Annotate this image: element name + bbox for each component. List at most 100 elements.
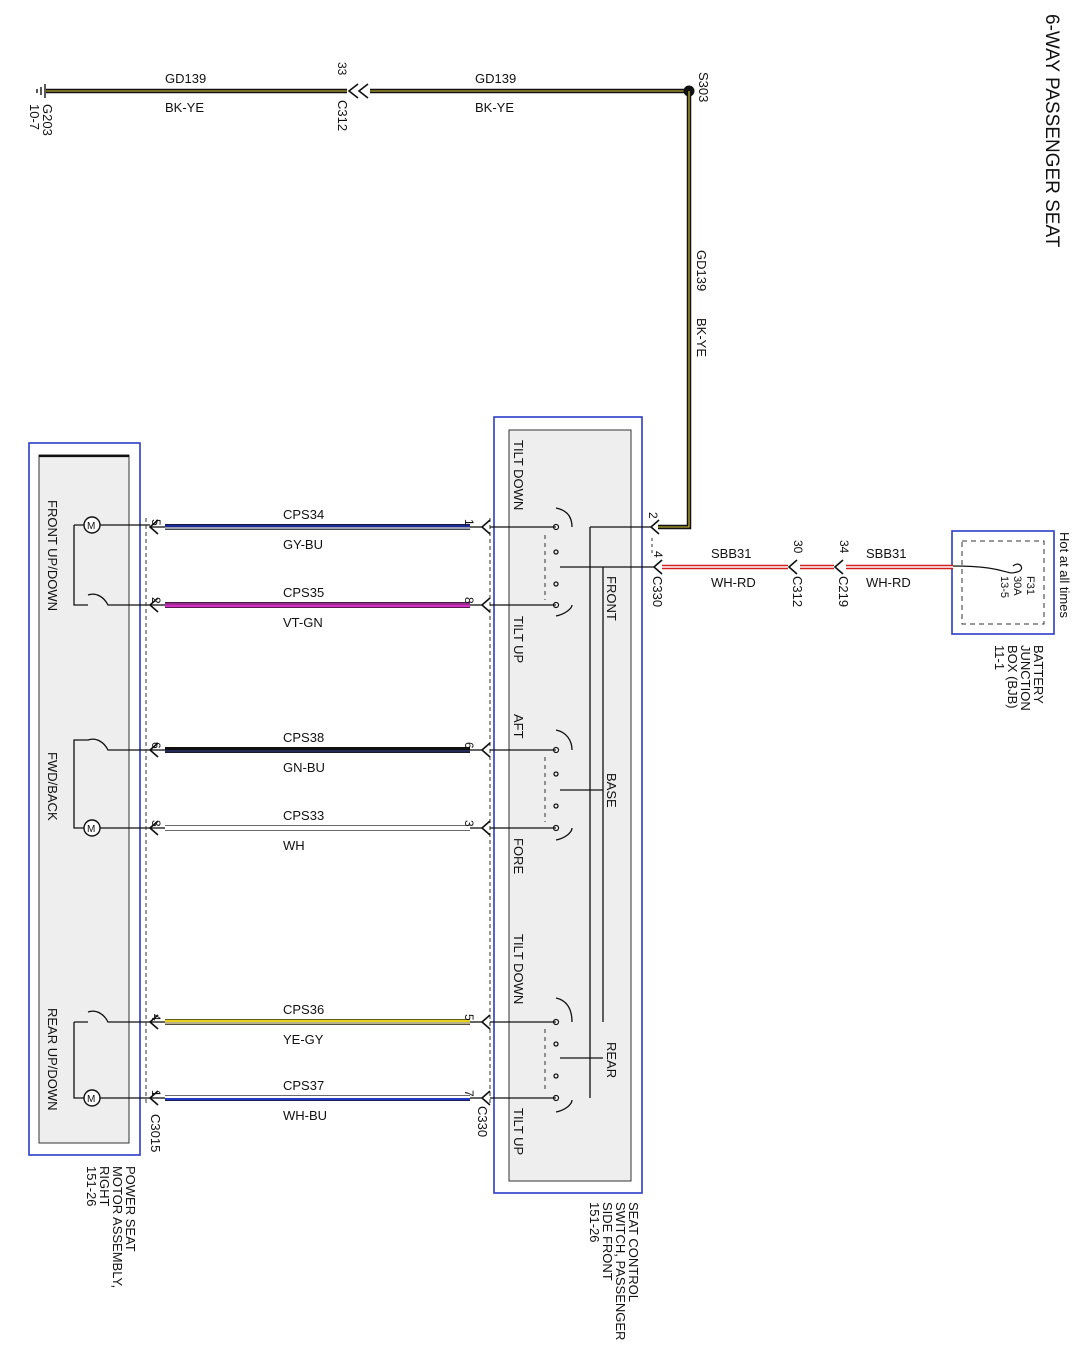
power-wire-1-circuit: SBB31	[866, 546, 906, 561]
switch-power-pin: 4	[651, 551, 665, 558]
motor-caption-2: MOTOR ASSEMBLY,	[110, 1166, 125, 1288]
diagram-title: 6-WAY PASSENGER SEAT	[1041, 14, 1062, 248]
motor-pin-number: 2	[149, 597, 163, 604]
motor-pin-arrow	[148, 1014, 159, 1030]
c312-ground-pin: 33	[335, 62, 349, 76]
switch-pin-number: 7	[462, 1090, 476, 1097]
c312-power-pin: 30	[791, 540, 805, 554]
wire-circuit-label: CPS37	[283, 1078, 324, 1093]
motor-pin-arrow	[148, 519, 159, 535]
wire-circuit-label: CPS35	[283, 585, 324, 600]
label-tilt-up-rear: TILT UP	[511, 1108, 526, 1155]
seat-control-switch: 2 4 C330 TILT DOWN TILT UP AF	[475, 416, 665, 1340]
motor-label-rear: REAR UP/DOWN	[45, 1008, 60, 1111]
switch-pin-arrow	[480, 820, 491, 836]
bjb-line-1: BATTERY	[1031, 645, 1046, 704]
motor-caption-1: POWER SEAT	[123, 1166, 138, 1252]
label-base: BASE	[604, 773, 619, 808]
ground-circuit: G203 10-7 GD139 BK-YE 33 C312 GD139 BK-Y…	[27, 62, 711, 530]
motor-caption-3: RIGHT	[97, 1166, 112, 1207]
ground-id: G203	[40, 104, 55, 136]
switch-ground-pin: 2	[646, 512, 660, 519]
wire-circuit-label: CPS36	[283, 1002, 324, 1017]
label-front: FRONT	[604, 576, 619, 621]
switch-caption-3: SIDE FRONT	[600, 1202, 615, 1281]
ground-ref: 10-7	[27, 104, 42, 130]
ground-wire-1-color: BK-YE	[165, 100, 204, 115]
wire-color-label: YE-GY	[283, 1032, 324, 1047]
switch-pin-number: 5	[462, 1014, 476, 1021]
power-wire-2-circuit: SBB31	[711, 546, 751, 561]
bjb-line-2: JUNCTION	[1018, 645, 1033, 711]
switch-pin-arrow	[480, 1090, 491, 1106]
label-rear: REAR	[604, 1042, 619, 1078]
wire-color-label: GN-BU	[283, 760, 325, 775]
switch-pin-arrow	[480, 519, 491, 535]
wire-color-label: WH-BU	[283, 1108, 327, 1123]
motor-connector: C3015	[148, 1114, 163, 1152]
switch-connector-bottom: C330	[475, 1106, 490, 1137]
fuse-name: F31	[1024, 576, 1036, 595]
connector-c219	[833, 559, 844, 575]
motor-pin-arrow	[148, 742, 159, 758]
power-wire-1-color: WH-RD	[866, 575, 911, 590]
wire-color-label: GY-BU	[283, 537, 323, 552]
wire-circuit-label: CPS38	[283, 730, 324, 745]
switch-connector-top: C330	[650, 576, 665, 607]
ground-symbol-icon	[36, 84, 46, 98]
c312-ground-name: C312	[335, 100, 350, 131]
power-circuit: Hot at all times F31 30A 13-5 BATTERY JU…	[662, 530, 1072, 711]
motor-label-front: FRONT UP/DOWN	[45, 500, 60, 611]
c330-pin-2-arrow	[649, 519, 660, 535]
label-tilt-down-front: TILT DOWN	[511, 440, 526, 510]
ground-wire-2-color: BK-YE	[475, 100, 514, 115]
ground-wire-3-circuit: GD139	[694, 250, 709, 291]
motor-caption-4: 151-26	[84, 1166, 99, 1206]
ground-wire-3	[658, 91, 692, 530]
motor-label-fwd: FWD/BACK	[45, 752, 60, 821]
c312-power-name: C312	[790, 576, 805, 607]
wire-color-label: WH	[283, 838, 305, 853]
motor-pin-number: 3	[149, 820, 163, 827]
switch-caption-2: SWITCH, PASSENGER	[613, 1202, 628, 1340]
fuse-rating: 30A	[1011, 576, 1023, 596]
motor-pin-arrow	[148, 820, 159, 836]
motor-pin-number: 1	[149, 1090, 163, 1097]
ground-wire-2-circuit: GD139	[475, 71, 516, 86]
switch-pin-number: 6	[462, 742, 476, 749]
svg-text:M: M	[87, 824, 95, 835]
motor-pin-arrow	[148, 597, 159, 613]
motor-pin-number: 4	[149, 1014, 163, 1021]
label-fore: FORE	[511, 838, 526, 874]
ground-wire-3-color: BK-YE	[694, 318, 709, 357]
power-seat-motor-assembly: M M M FRONT UP/DOWN FWD/BACK REAR UP/DOW…	[28, 442, 163, 1288]
ground-wire-1-circuit: GD139	[165, 71, 206, 86]
hot-at-label: Hot at all times	[1057, 532, 1072, 618]
label-tilt-down-rear: TILT DOWN	[511, 934, 526, 1004]
wire-circuit-label: CPS34	[283, 507, 324, 522]
label-aft: AFT	[511, 714, 526, 739]
switch-contact-icon	[553, 507, 573, 1113]
motor-letter-icon: M M M	[87, 521, 95, 1105]
motor-windings	[73, 524, 150, 1099]
wire-color-label: VT-GN	[283, 615, 323, 630]
power-wire-2-color: WH-RD	[711, 575, 756, 590]
svg-text:M: M	[87, 1094, 95, 1105]
c219-pin: 34	[837, 540, 851, 554]
splice-label: S303	[696, 72, 711, 102]
svg-text:M: M	[87, 521, 95, 532]
fuse-ref: 13-5	[998, 576, 1010, 598]
c330-pin-4-arrow	[652, 559, 663, 575]
bjb-box	[951, 530, 1055, 635]
bjb-line-4: 11-1	[992, 645, 1007, 670]
motor-pin-number: 5	[149, 519, 163, 526]
switch-pin-number: 1	[462, 519, 476, 526]
switch-pin-number: 3	[462, 820, 476, 827]
switch-pin-number: 8	[462, 597, 476, 604]
